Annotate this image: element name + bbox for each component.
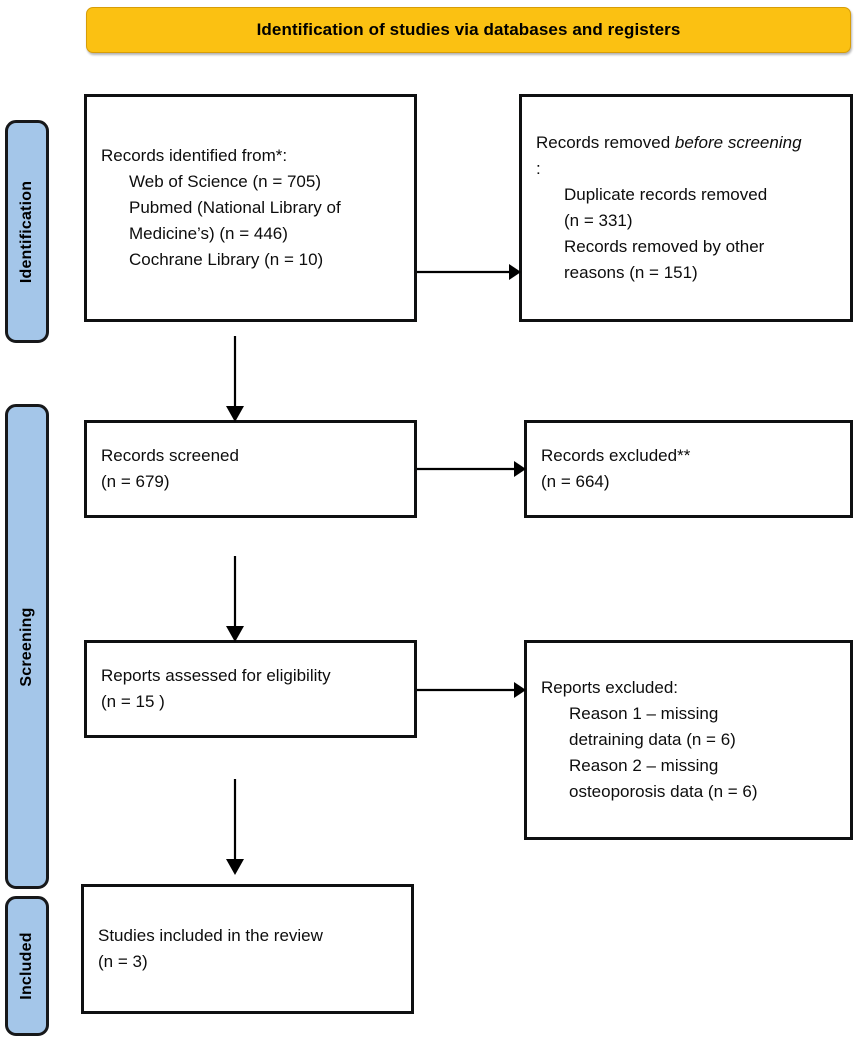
phase-label-included: Included bbox=[18, 932, 35, 1000]
box-studies-included-content: Studies included in the review (n = 3) bbox=[84, 923, 411, 975]
box-line: Pubmed (National Library of bbox=[129, 198, 341, 217]
phase-label-identification: Identification bbox=[18, 180, 35, 283]
box-line: Cochrane Library (n = 10) bbox=[129, 250, 324, 269]
box-records-identified: Records identified from*: Web of Science… bbox=[84, 94, 417, 322]
phase-bar-screening: Screening bbox=[5, 404, 49, 889]
box-line: detraining data (n = 6) bbox=[569, 730, 736, 749]
phase-label-screening: Screening bbox=[18, 606, 35, 687]
box-records-screened: Records screened (n = 679) bbox=[84, 420, 417, 518]
arrow-eligibility-to-reports-excluded bbox=[417, 680, 526, 700]
box-records-removed-before-screening: Records removed before screening : Dupli… bbox=[519, 94, 853, 322]
box-records-excluded: Records excluded** (n = 664) bbox=[524, 420, 853, 518]
box-line: Records removed before screening bbox=[536, 130, 836, 156]
box-line: (n = 679) bbox=[101, 472, 170, 491]
box-line: (n = 664) bbox=[541, 472, 610, 491]
box-reports-excluded-content: Reports excluded: Reason 1 – missing det… bbox=[527, 675, 850, 805]
box-line: Medicine’s) (n = 446) bbox=[129, 224, 288, 243]
box-line: Reason 2 – missing bbox=[569, 756, 719, 775]
arrow-identified-to-removed bbox=[417, 262, 521, 282]
arrow-screened-to-eligibility bbox=[222, 556, 248, 642]
box-line: Reports assessed for eligibility bbox=[101, 666, 331, 685]
phase-bar-included: Included bbox=[5, 896, 49, 1036]
box-line: (n = 15 ) bbox=[101, 692, 165, 711]
box-line: Web of Science (n = 705) bbox=[129, 172, 321, 191]
box-line: Records identified from*: bbox=[101, 146, 288, 165]
box-line: Records excluded** bbox=[541, 446, 691, 465]
box-reports-excluded: Reports excluded: Reason 1 – missing det… bbox=[524, 640, 853, 840]
box-reports-assessed-for-eligibility: Reports assessed for eligibility (n = 15… bbox=[84, 640, 417, 738]
header-title: Identification of studies via databases … bbox=[256, 20, 681, 39]
box-line: (n = 331) bbox=[564, 211, 633, 230]
header-banner: Identification of studies via databases … bbox=[86, 7, 851, 53]
box-line: Studies included in the review bbox=[98, 926, 323, 945]
box-line: osteoporosis data (n = 6) bbox=[569, 782, 758, 801]
arrow-screened-to-excluded bbox=[417, 459, 526, 479]
box-line-text: Records removed bbox=[536, 133, 675, 152]
box-records-removed-content: Records removed before screening : Dupli… bbox=[522, 130, 850, 286]
box-records-screened-content: Records screened (n = 679) bbox=[87, 443, 414, 495]
box-line: : bbox=[536, 156, 836, 182]
box-line: reasons (n = 151) bbox=[564, 263, 698, 282]
box-studies-included: Studies included in the review (n = 3) bbox=[81, 884, 414, 1014]
box-line: Records removed by other bbox=[564, 237, 765, 256]
box-records-identified-content: Records identified from*: Web of Science… bbox=[87, 143, 414, 273]
arrow-identified-to-screened bbox=[222, 336, 248, 422]
box-line-emphasis-cont: : bbox=[536, 159, 541, 178]
box-line-emphasis: before screening bbox=[674, 133, 802, 152]
phase-bar-identification: Identification bbox=[5, 120, 49, 343]
box-records-excluded-content: Records excluded** (n = 664) bbox=[527, 443, 850, 495]
arrow-eligibility-to-included bbox=[222, 779, 248, 875]
box-line: Duplicate records removed bbox=[564, 185, 768, 204]
box-line: Reason 1 – missing bbox=[569, 704, 719, 723]
box-line: Reports excluded: bbox=[541, 678, 679, 697]
box-reports-assessed-content: Reports assessed for eligibility (n = 15… bbox=[87, 663, 414, 715]
box-line: (n = 3) bbox=[98, 952, 148, 971]
box-line: Records screened bbox=[101, 446, 239, 465]
